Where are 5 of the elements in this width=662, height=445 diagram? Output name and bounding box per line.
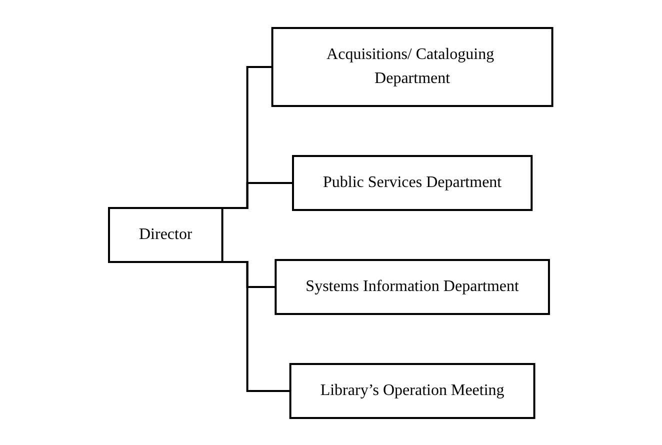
node-box: Director	[108, 206, 224, 262]
node-box: Library’s Operation Meeting	[290, 362, 536, 418]
node-box: Systems Information Department	[275, 258, 550, 314]
node-box: Public Services Department	[292, 154, 533, 210]
node-box: Acquisitions/ Cataloguing Department	[272, 26, 554, 106]
